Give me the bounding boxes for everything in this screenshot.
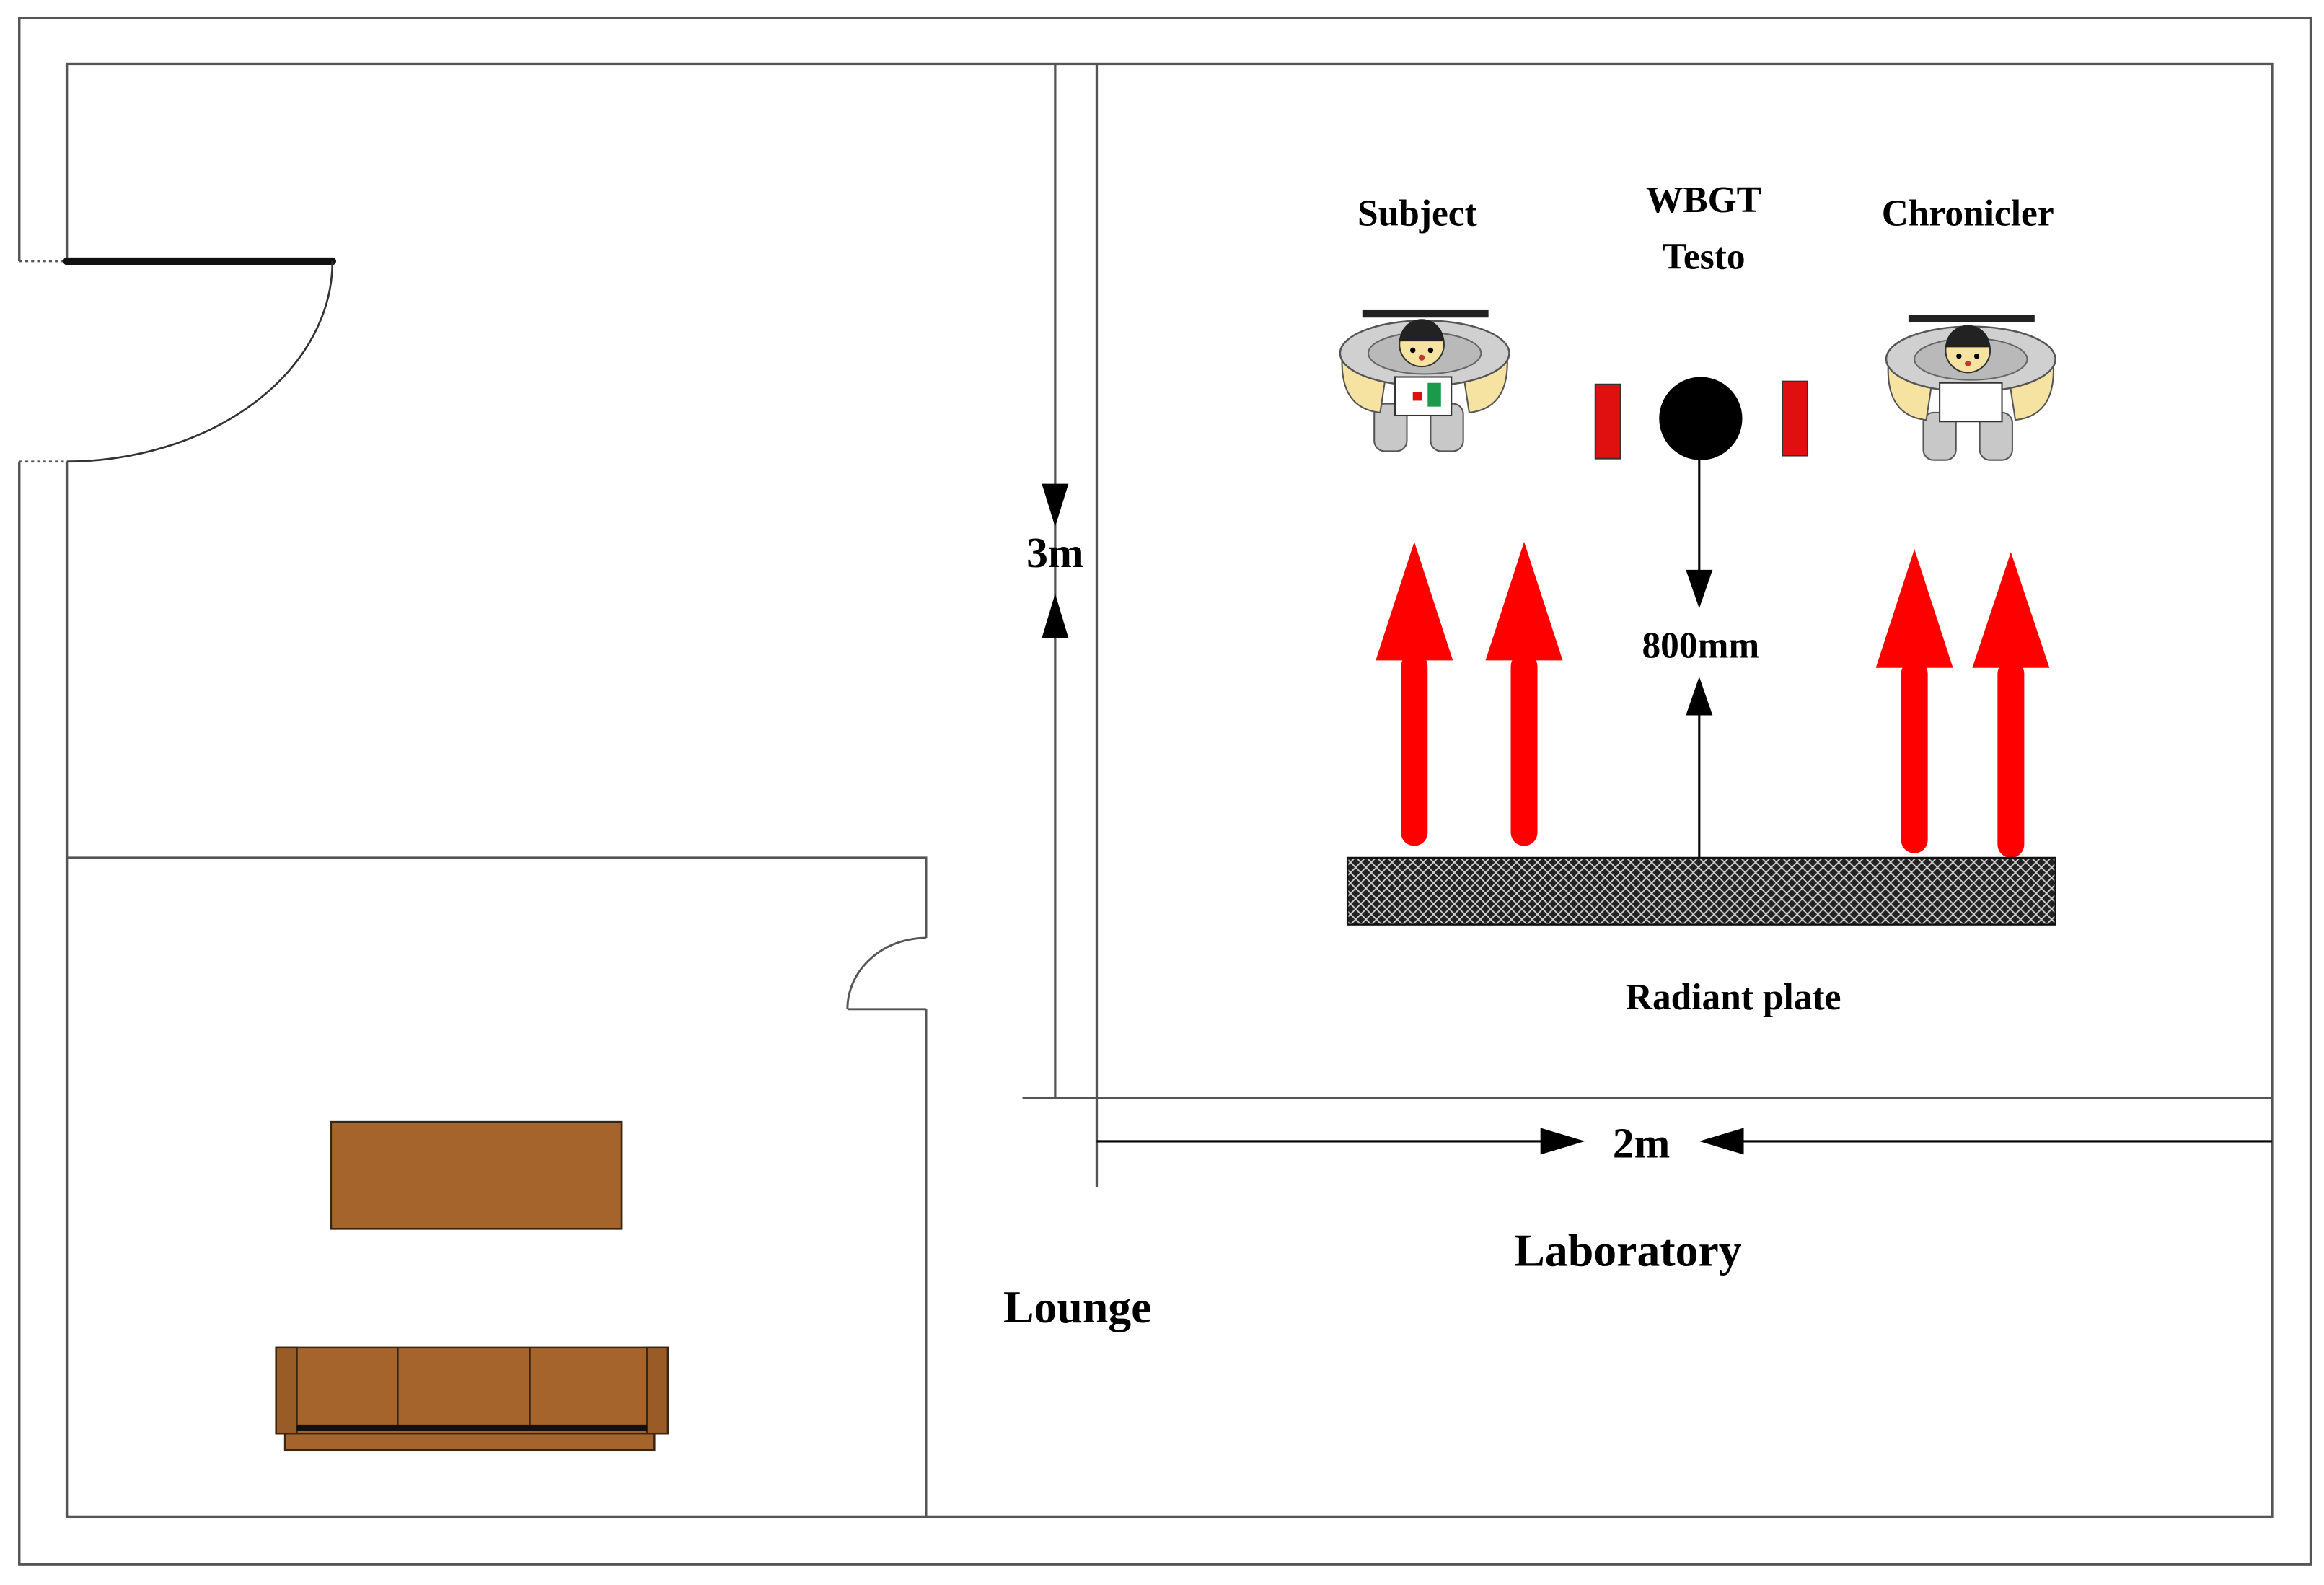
heat-arrows: [1376, 541, 2050, 859]
lounge-door: [846, 936, 926, 1011]
heat-arrow: [1376, 541, 1453, 846]
laboratory-label: Laboratory: [1514, 1225, 1741, 1276]
wbgt-globe: [1659, 377, 1743, 460]
subject-figure: [1339, 309, 1510, 452]
door-swing-arc: [66, 261, 334, 463]
heat-arrow: [1485, 541, 1563, 846]
inner-wall: [65, 62, 2274, 1519]
subject-label: Subject: [1357, 193, 1477, 234]
dimension-2m: [1096, 1128, 2272, 1155]
heat-arrow: [1972, 552, 2050, 859]
lounge-label: Lounge: [1003, 1281, 1152, 1332]
lounge-wall: [66, 856, 928, 939]
testo-label: Testo: [1662, 236, 1745, 277]
outer-wall: [18, 17, 2312, 1566]
dimension-2m-label: 2m: [1613, 1120, 1671, 1167]
radiant-plate: [1346, 856, 2056, 926]
dimension-800mm: [1686, 460, 1713, 861]
table: [330, 1120, 623, 1230]
entrance-door: [14, 17, 337, 1565]
chronicler-label: Chronicler: [1882, 193, 2054, 234]
dimension-3m: [1042, 483, 1069, 638]
heat-arrow: [1875, 549, 1953, 853]
wbgt-label: WBGT: [1646, 180, 1761, 221]
chronicler-figure: [1885, 315, 2056, 461]
dimension-800mm-label: 800mm: [1642, 625, 1759, 666]
dimension-3m-label: 3m: [1026, 529, 1084, 576]
testo-sensor-left: [1594, 383, 1621, 460]
testo-sensor-right: [1781, 380, 1809, 457]
sofa: [275, 1346, 669, 1452]
radiant-plate-label: Radiant plate: [1626, 977, 1841, 1018]
